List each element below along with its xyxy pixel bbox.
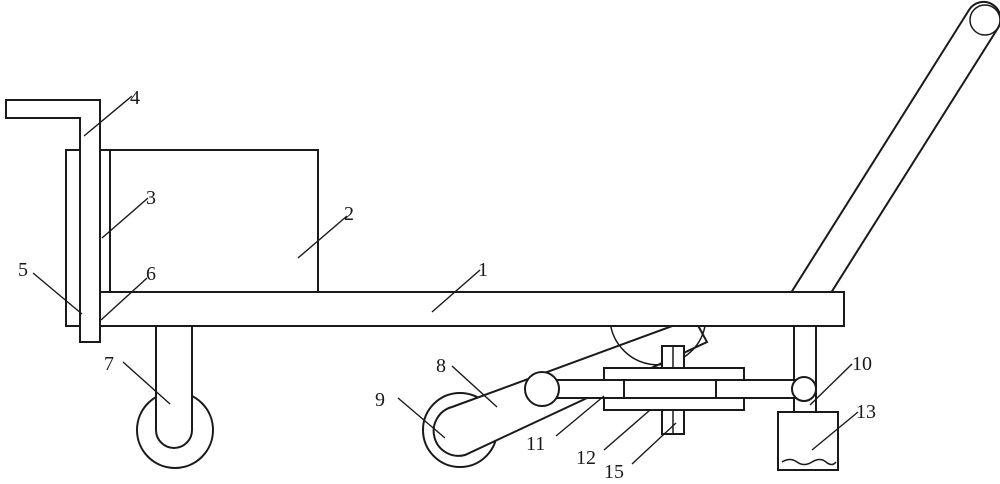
label-13: 13 bbox=[856, 401, 876, 423]
label-7: 7 bbox=[104, 353, 114, 375]
label-9: 9 bbox=[375, 389, 385, 411]
leader-lines bbox=[32, 95, 859, 465]
label-2: 2 bbox=[344, 203, 354, 225]
front-wheel-assembly bbox=[136, 323, 214, 469]
rear-leg-assembly bbox=[777, 325, 839, 471]
label-4: 4 bbox=[130, 87, 140, 109]
label-10: 10 bbox=[852, 353, 872, 375]
storage-box bbox=[107, 149, 319, 293]
label-6: 6 bbox=[146, 263, 156, 285]
front-frame bbox=[5, 99, 111, 343]
lifting-mechanism bbox=[524, 345, 817, 435]
label-11: 11 bbox=[526, 433, 545, 455]
label-8: 8 bbox=[436, 355, 446, 377]
label-5: 5 bbox=[18, 259, 28, 281]
label-1: 1 bbox=[478, 259, 488, 281]
cart-deck bbox=[81, 291, 845, 327]
label-12: 12 bbox=[576, 447, 596, 469]
label-15: 15 bbox=[604, 461, 624, 483]
label-3: 3 bbox=[146, 187, 156, 209]
callout-numbers: 1 2 3 4 5 6 7 8 9 10 11 12 13 15 bbox=[18, 87, 876, 483]
push-handle bbox=[787, 0, 1000, 297]
